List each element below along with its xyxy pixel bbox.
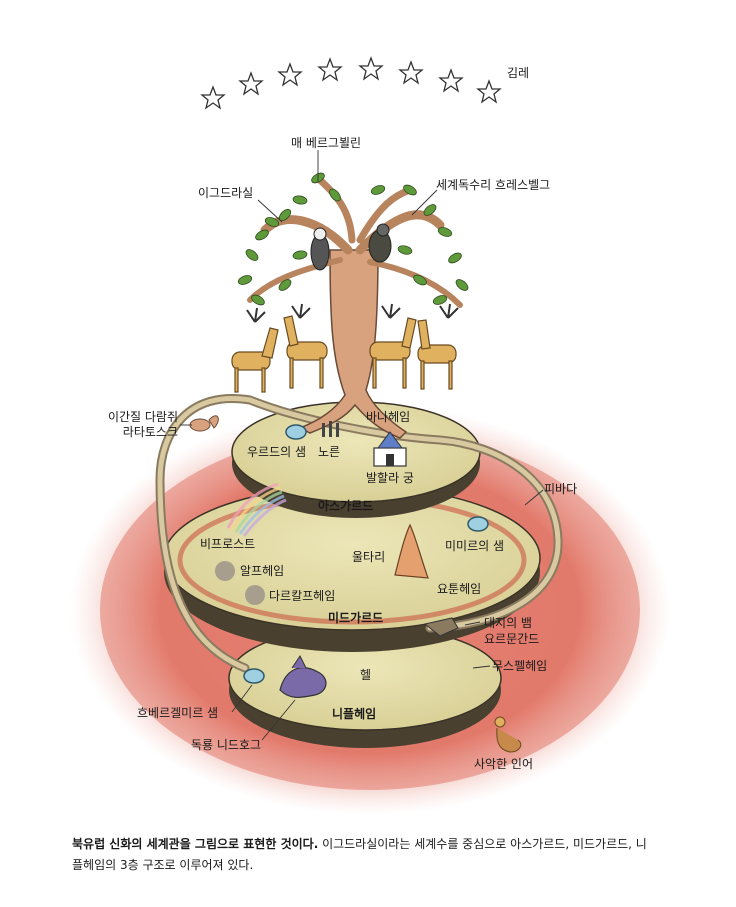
yggdrasil-tree (237, 172, 469, 439)
deer-2 (283, 315, 328, 389)
caption-bold: 북유럽 신화의 세계관을 그림으로 표현한 것이다. (72, 837, 319, 851)
midgard-label: 미드가르드 (328, 611, 384, 625)
squirrel (189, 415, 219, 432)
eagle-bird (368, 223, 392, 263)
yggdrasil-label: 이그드라실 (198, 186, 254, 200)
serpent-label-line1: 대지의 뱀 (484, 616, 532, 630)
antlers (246, 303, 459, 323)
deer-3 (369, 317, 417, 389)
nidhogg-label: 독룡 니드호그 (191, 738, 262, 752)
urd-well (285, 424, 307, 440)
bifrost-label: 비프로스트 (200, 537, 256, 551)
ultari-label: 울타리 (352, 550, 386, 564)
vanaheim-label: 바나헤임 (366, 410, 411, 424)
svartalfheim-label: 다르칼프헤임 (269, 589, 336, 603)
gimle-label: 김레 (507, 66, 530, 80)
hvergelmir-label: 흐베르겔미르 샘 (137, 706, 219, 720)
mimir-well (467, 516, 489, 532)
valhalla-castle (373, 431, 407, 467)
serpent-head (423, 617, 459, 637)
ultari-mountain (394, 523, 429, 579)
hvergelmir-well (243, 668, 265, 684)
leader-lines (180, 150, 544, 741)
hawk-bird (310, 227, 330, 271)
squirrel-label-line2: 라타토스크 (122, 425, 178, 439)
gimle-stars (200, 56, 502, 110)
valhalla-label: 발할라 궁 (366, 471, 414, 485)
caption-rest: 이그드라실이라는 세계수를 중심으로 아스가르드, 미드가르드, 니플헤임의 3… (72, 837, 647, 872)
nidhogg-dragon (279, 655, 327, 698)
sea-label: 피바다 (544, 482, 578, 496)
deer-1 (231, 327, 279, 393)
hawk-label: 매 베르그뵐린 (291, 136, 362, 150)
deer-4 (417, 319, 457, 390)
alfheim-circle (215, 561, 235, 581)
mermaid (494, 716, 522, 753)
norns-label: 노른 (318, 445, 341, 459)
svartalfheim-circle (245, 585, 265, 605)
deer-group (231, 315, 457, 393)
figure-caption: 북유럽 신화의 세계관을 그림으로 표현한 것이다. 이그드라실이라는 세계수를… (72, 834, 652, 876)
hel-label: 헬 (360, 668, 372, 682)
mimir-well-label: 미미르의 샘 (445, 539, 505, 553)
eagle-label: 세계독수리 흐레스벨그 (436, 178, 551, 192)
norns-figures (322, 421, 339, 437)
alfheim-label: 알프헤임 (240, 564, 285, 578)
serpent-label-line2: 요르문간드 (484, 632, 540, 646)
niflheim-label: 니플헤임 (332, 707, 377, 721)
muspelheim-label: 무스펠헤임 (492, 659, 548, 673)
asgard-label: 아스가르드 (318, 499, 374, 513)
bifrost-rainbow (226, 482, 287, 537)
urd-well-label: 우르드의 샘 (247, 445, 307, 459)
mermaid-label: 사악한 인어 (474, 757, 534, 771)
squirrel-label-line1: 이간질 다람쥐 (107, 410, 178, 424)
jotunheim-label: 요툰헤임 (437, 582, 482, 596)
